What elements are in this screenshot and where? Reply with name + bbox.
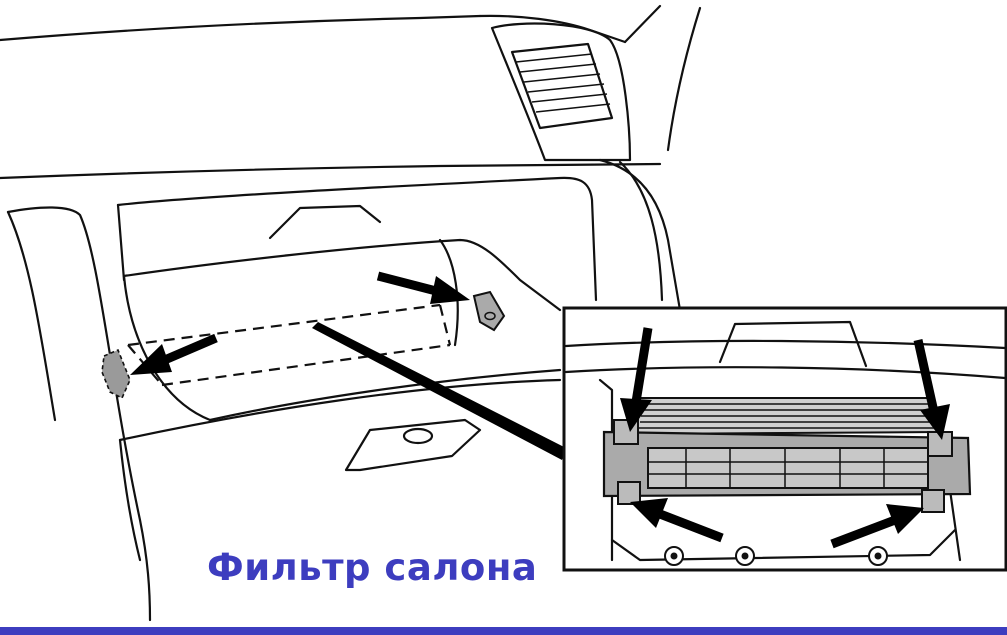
air-vent-icon bbox=[490, 22, 632, 162]
dashboard-outline bbox=[0, 4, 702, 622]
glovebox-opening bbox=[116, 176, 598, 562]
inset-pointer bbox=[312, 322, 566, 460]
inset-detail bbox=[562, 306, 1007, 572]
retaining-clip-icon bbox=[101, 290, 506, 400]
bolt-icon bbox=[664, 546, 888, 566]
cabin-filter-icon bbox=[602, 397, 972, 513]
arrow-icon bbox=[130, 271, 470, 375]
arrow-icon bbox=[620, 327, 950, 549]
diagram-caption: Фильтр салона bbox=[207, 546, 538, 589]
bottom-divider-bar bbox=[0, 627, 1007, 635]
glovebox-latch bbox=[344, 418, 482, 472]
